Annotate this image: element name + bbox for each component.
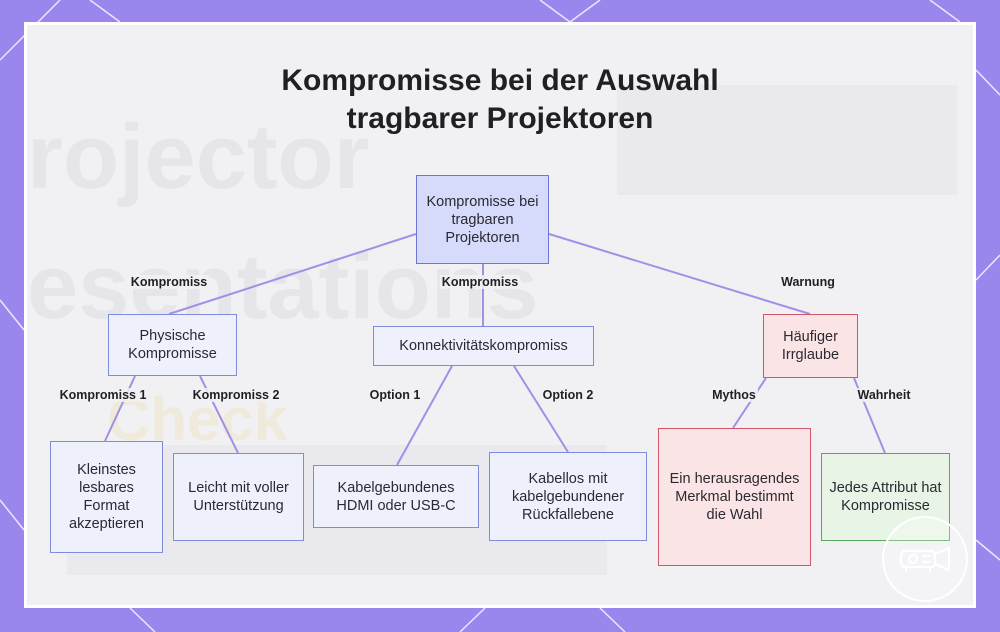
node-physical-compromises: Physische Kompromisse [108,314,237,376]
background-chart-panel [617,85,957,195]
projector-logo [882,516,968,602]
edge-label-connectivity-2: Option 2 [540,388,596,402]
projector-icon [899,546,951,573]
edge-label-root-connectivity: Kompromiss [439,275,521,289]
edge-label-root-physical: Kompromiss [128,275,210,289]
node-wireless-fallback: Kabellos mit kabelgebundener Rückfallebe… [489,452,647,541]
node-smallest-format: Kleinstes lesbares Format akzeptieren [50,441,163,553]
edge-label-truth: Wahrheit [855,388,913,402]
title-line-2: tragbarer Projektoren [346,102,654,135]
edge-myth [732,377,767,429]
edge-label-connectivity-1: Option 1 [367,388,423,402]
edge-root-misconception [548,233,811,315]
node-root: Kompromisse bei tragbaren Projektoren [416,175,549,264]
edge-root-physical [168,233,417,315]
edge-physical-1 [104,375,136,442]
title-line-1: Kompromisse bei der Auswahl [281,64,719,97]
page-title: Kompromisse bei der Auswahl tragbarer Pr… [150,62,850,138]
edge-label-myth: Mythos [710,388,758,402]
background-text-1: rojector [27,106,370,208]
edge-connectivity-1 [396,365,453,466]
node-connectivity-compromise: Konnektivitätskompromiss [373,326,594,366]
node-common-misconception: Häufiger Irrglaube [763,314,858,378]
node-wired-connection: Kabelgebundenes HDMI oder USB-C [313,465,479,528]
edge-label-root-misconception: Warnung [779,275,837,289]
node-myth: Ein herausragendes Merkmal bestimmt die … [658,428,811,566]
edge-label-physical-2: Kompromiss 2 [190,388,282,402]
node-truth: Jedes Attribut hat Kompromisse [821,453,950,541]
edge-connectivity-2 [513,365,569,453]
edge-label-physical-1: Kompromiss 1 [57,388,149,402]
node-light-full-support: Leicht mit voller Unterstützung [173,453,304,541]
